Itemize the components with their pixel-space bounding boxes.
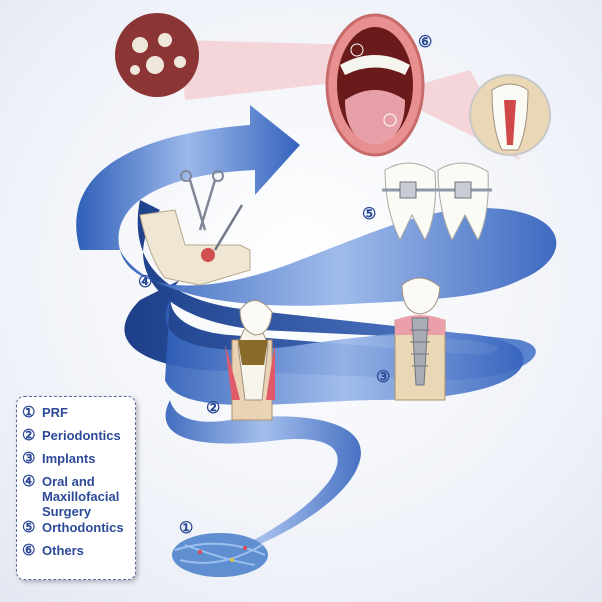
spiral-ribbon-upper [120,208,557,306]
legend: ① PRF ② Periodontics ③ Implants ④ Oral and M… [16,396,136,580]
legend-number: ⑥ [22,542,36,559]
legend-number: ⑤ [22,519,36,536]
marker-prf: ① [179,520,194,537]
legend-item-prf: ① PRF [22,405,135,420]
mandible-surgery-illustration [139,170,251,286]
legend-label: Periodontics [42,428,121,443]
prf-fibrin-illustration [172,533,268,577]
oral-lesion-closeup [115,13,199,97]
callout-beam-left [180,40,360,100]
legend-label: Implants [42,451,96,466]
legend-label: Orthodontics [42,520,124,535]
marker-others: ⑥ [418,34,433,51]
dental-implant-illustration [394,277,446,401]
open-mouth-illustration [325,13,425,157]
legend-item-others: ⑥ Others [22,543,135,558]
legend-item-oral-surgery: ④ Oral and Maxillofacial Surgery [22,474,135,519]
legend-number: ① [22,404,36,421]
legend-label: Others [42,543,84,558]
legend-item-implants: ③ Implants [22,451,135,466]
marker-oral-surgery: ④ [138,274,153,291]
legend-item-periodontics: ② Periodontics [22,428,135,443]
marker-orthodontics: ⑤ [362,206,377,223]
legend-number: ④ [22,473,36,490]
legend-item-orthodontics: ⑤ Orthodontics [22,520,135,535]
lesion-spots [130,33,186,75]
spiral-ribbon-lower [165,400,361,560]
legend-number: ② [22,427,36,444]
marker-implants: ③ [376,369,391,386]
periodontitis-tooth-illustration [225,300,275,421]
tooth-pulp [504,100,516,145]
spiral-ribbon-top [76,105,300,250]
marker-periodontics: ② [206,400,221,417]
legend-label: Oral and Maxillofacial Surgery [42,474,120,519]
orthodontic-braces-illustration [382,162,492,242]
legend-number: ③ [22,450,36,467]
legend-label: PRF [42,405,68,420]
